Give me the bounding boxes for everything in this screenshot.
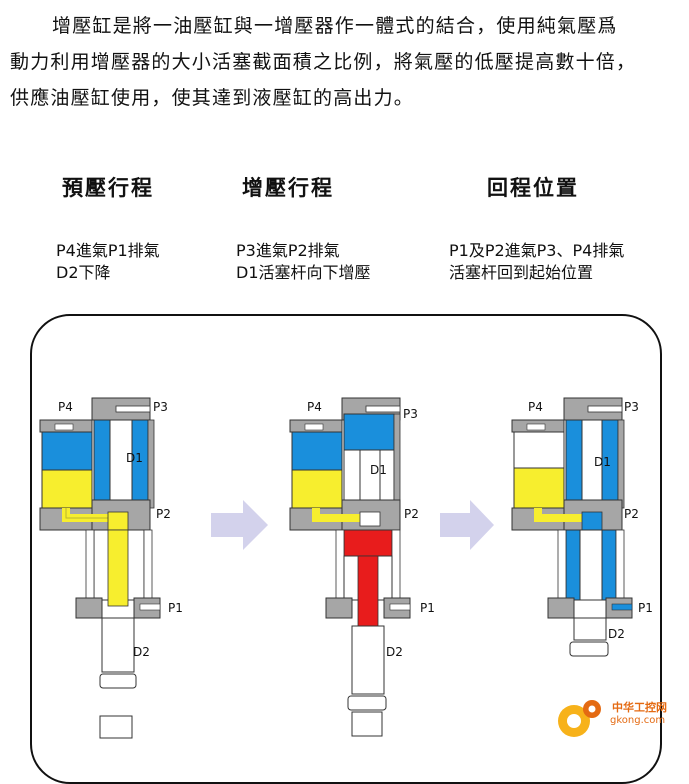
stage-title-prepress: 預壓行程 [62,176,154,200]
booster-air-chamber [343,413,395,451]
piston-rod-d2 [573,617,607,641]
label-p2: P2 [156,507,171,521]
piston-rod-d2 [101,617,135,673]
stage-desc-prepress-line2: D2下降 [56,263,111,282]
stage-desc-boost: P3進氣P2排氣 D1活塞杆向下增壓 [236,240,371,284]
label-p2: P2 [404,507,419,521]
oil-chamber-left [41,469,93,509]
cylinder-prepress: P4 P3 D1 P2 P1 D2 [39,397,183,739]
label-d1: D1 [126,451,143,465]
rod-tip [99,673,137,689]
watermark: 中华工控网 gkong.com [548,693,683,745]
intro-line-3: 供應油壓缸使用，使其達到液壓缸的高出力。 [10,87,415,109]
label-p2: P2 [624,507,639,521]
label-p3: P3 [624,400,639,414]
intro-line-1: 增壓缸是將一油壓缸與一增壓器作一體式的結合，使用純氣壓爲 [52,15,618,37]
label-d2: D2 [386,645,403,659]
stage-desc-return: P1及P2進氣P3、P4排氣 活塞杆回到起始位置 [449,240,624,284]
stage-desc-prepress: P4進氣P1排氣 D2下降 [56,240,160,284]
air-chamber-left [41,431,93,471]
stage-desc-return-line1: P1及P2進氣P3、P4排氣 [449,241,625,260]
label-d1: D1 [370,463,387,477]
port-p1-channel [139,603,161,611]
stage-desc-boost-line2: D1活塞杆向下增壓 [236,263,371,282]
watermark-line2: gkong.com [610,715,666,726]
label-d2: D2 [608,627,625,641]
workpiece-tool [351,711,383,737]
flow-arrow-1 [211,500,268,550]
lower-flange-left [75,597,103,619]
oil-junction [107,511,129,531]
cylinder-diagrams: P4 P3 D1 P2 P1 D2 P4 P3 [39,397,653,739]
stage-desc-return-line2: 活塞杆回到起始位置 [449,263,594,282]
label-d2: D2 [133,645,150,659]
port-p4-channel [54,423,74,431]
gear-logo-icon [558,700,601,737]
air-chamber-left-empty [513,431,565,469]
label-p1: P1 [168,601,183,615]
label-p1: P1 [420,601,435,615]
label-p3: P3 [403,407,418,421]
stage-desc-boost-line1: P3進氣P2排氣 [236,241,340,260]
workpiece-tool [99,715,133,739]
piston-rod-d2 [351,625,385,695]
cylinder-boost: P4 P3 D1 P2 P1 D2 [289,397,435,737]
oil-piston-column [107,529,129,607]
label-d1: D1 [594,455,611,469]
label-p4: P4 [528,400,543,414]
port-p3-channel [115,405,151,413]
label-p3: P3 [153,400,168,414]
label-p4: P4 [307,400,322,414]
cylinder-return: P4 P3 D1 P2 P1 D2 [511,397,653,657]
oil-chamber-left [291,469,343,509]
flow-arrow-2 [440,500,494,550]
intro-text: 增壓缸是將一油壓缸與一增壓器作一體式的結合，使用純氣壓爲 動力利用增壓器的大小活… [10,8,685,116]
oil-chamber-left [513,467,565,509]
air-chamber-left [291,431,343,471]
pressurized-oil-column [357,555,379,627]
stage-title-return: 回程位置 [487,176,579,200]
watermark-line1: 中华工控网 [612,701,667,714]
label-p4: P4 [58,400,73,414]
intro-line-2: 動力利用增壓器的大小活塞截面積之比例，將氣壓的低壓提高數十倍， [10,51,637,73]
booster-wall [147,419,155,509]
stage-desc-prepress-line1: P4進氣P1排氣 [56,241,160,260]
stage-title-boost: 增壓行程 [242,176,334,200]
label-p1: P1 [638,601,653,615]
pressurized-oil-chamber [343,529,393,557]
